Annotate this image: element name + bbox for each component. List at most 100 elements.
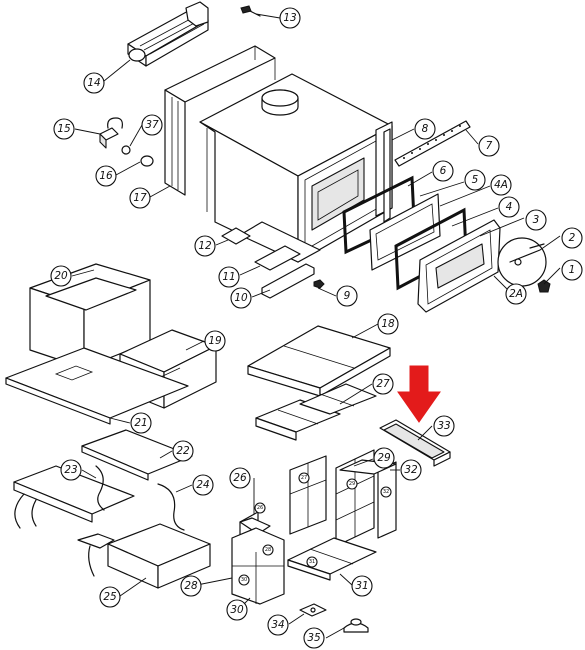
callout-4: 4 [498,196,520,218]
callout-27: 27 [372,373,394,395]
callout-19: 19 [204,330,226,352]
callout-label: 13 [283,12,296,24]
part-7-air-tube [394,120,471,167]
callout-29: 29 [373,447,395,469]
part-15-bracket [99,117,123,149]
callout-label: 11 [222,271,235,283]
callout-label: 4A [494,179,508,191]
callout-label: 12 [198,240,212,252]
callout-label: 19 [208,335,222,347]
callout-label: 16 [99,170,113,182]
callout-37: 37 [141,114,163,136]
part-20-pedestal-box [29,263,151,369]
part-8-side-bar [383,128,391,223]
callout-26: 26 [229,467,251,489]
callout-label: 18 [381,318,395,330]
highlight-arrow [397,365,441,423]
brick-mark-28: 28 [265,547,271,553]
callout-label: 2A [509,288,523,300]
brick-numbers: 26 27 28 29 30 31 32 [238,472,392,586]
stove-body [199,73,393,263]
callout-18: 18 [377,313,399,335]
callout-label: 3 [533,214,540,226]
callout-label: 7 [486,140,493,152]
part-24-leg [157,483,185,531]
callout-1: 1 [561,259,583,281]
callout-label: 1 [569,264,576,276]
callout-5: 5 [464,169,486,191]
callout-label: 4 [506,201,513,213]
part-31-floor-bricks [287,537,377,581]
brick-mark-31: 31 [309,559,315,565]
callout-label: 33 [437,420,450,432]
callout-7: 7 [478,135,500,157]
callout-label: 35 [307,632,321,644]
callout-20: 20 [50,265,72,287]
part-23-leg-rail [13,465,135,529]
callout-6: 6 [432,160,454,182]
callout-label: 28 [184,580,198,592]
part-5-glass [369,193,441,271]
brick-mark-30: 30 [241,577,247,583]
callout-label: 17 [133,192,147,204]
callout-11: 11 [218,266,240,288]
callout-3: 3 [525,209,547,231]
callout-label: 25 [103,591,117,603]
part-3-door [417,219,501,313]
brick-mark-27: 27 [301,475,307,481]
callout-2a: 2A [505,283,527,305]
part-14-blower [127,1,209,67]
callout-label: 24 [196,479,209,491]
part-9-bolt [313,279,325,289]
callout-25: 25 [99,586,121,608]
callout-12: 12 [194,235,216,257]
callout-28: 28 [180,575,202,597]
callout-32: 32 [400,459,422,481]
leader-lines [71,13,561,639]
callout-label: 27 [376,378,390,390]
callout-label: 8 [422,123,429,135]
part-11-plate [254,245,301,271]
part-35-cap [343,618,369,633]
part-17-rear-shield [164,45,276,196]
part-34-clip [299,603,327,617]
callout-34: 34 [267,614,289,636]
callout-label: 26 [233,472,247,484]
callout-label: 37 [145,119,159,131]
part-13-screw [240,5,261,17]
callout-16: 16 [95,165,117,187]
callout-23: 23 [60,459,82,481]
part-1-knob [537,279,551,293]
callout-31: 31 [351,575,373,597]
callout-label: 30 [230,604,244,616]
brick-mark-32: 32 [383,489,389,495]
callout-label: 32 [404,464,418,476]
part-33-baffle [379,419,451,467]
callout-label: 10 [234,292,248,304]
callout-label: 21 [134,417,147,429]
callout-4a: 4A [490,174,512,196]
callout-label: 31 [355,580,368,592]
part-16-plug [140,155,154,167]
part-21-base-plate [5,347,189,425]
callout-17: 17 [129,187,151,209]
callout-label: 15 [57,123,71,135]
callout-8: 8 [414,118,436,140]
part-30-front-bricks [231,527,285,605]
callout-35: 35 [303,627,325,649]
part-2-handle-assembly [497,237,547,287]
callout-label: 23 [64,464,77,476]
callout-10: 10 [230,287,252,309]
callout-label: 6 [440,165,447,177]
part-18-hearth-board [247,325,391,397]
callout-33: 33 [433,415,455,437]
callout-label: 2 [569,232,576,244]
callout-label: 20 [54,270,68,282]
callout-label: 22 [176,445,190,457]
callout-13: 13 [279,7,301,29]
brick-mark-26: 26 [257,505,263,511]
callout-14: 14 [83,72,105,94]
callout-15: 15 [53,118,75,140]
